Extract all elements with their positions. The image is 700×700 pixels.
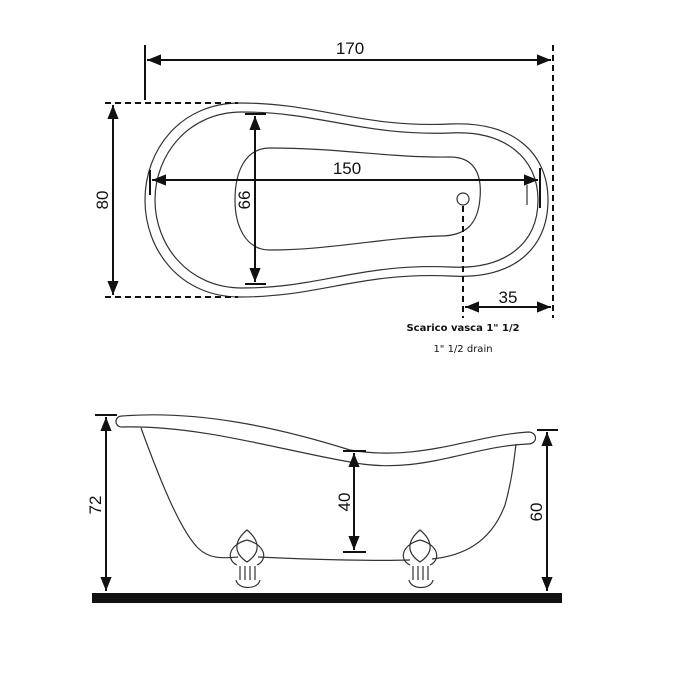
side-view: 72 40 60: [86, 414, 562, 603]
tub-basin-outline: [234, 147, 481, 251]
tub-outer-outline: [144, 102, 549, 298]
tub-rim-inner-outline: [154, 111, 539, 289]
inner-length-label: 150: [333, 159, 361, 178]
overall-width-label: 80: [93, 191, 112, 210]
drain-label-english: 1" 1/2 drain: [433, 344, 492, 355]
overall-length-label: 170: [336, 39, 364, 58]
drain-label-italian: Scarico vasca 1" 1/2: [406, 323, 519, 334]
overall-height-label: 72: [86, 496, 105, 515]
top-view: 170 80 66 150 35 Scarico vasca 1" 1/2 1"…: [93, 39, 554, 355]
floor: [92, 593, 562, 603]
drain-offset-label: 35: [499, 288, 518, 307]
inner-width-label: 66: [235, 191, 254, 210]
end-height-label: 60: [527, 503, 546, 522]
drain-icon: [456, 192, 470, 206]
claw-foot-right: [402, 529, 438, 589]
tub-rim: [115, 414, 537, 467]
tub-body: [140, 427, 517, 561]
claw-foot-left: [229, 529, 265, 589]
inner-depth-label: 40: [335, 493, 354, 512]
